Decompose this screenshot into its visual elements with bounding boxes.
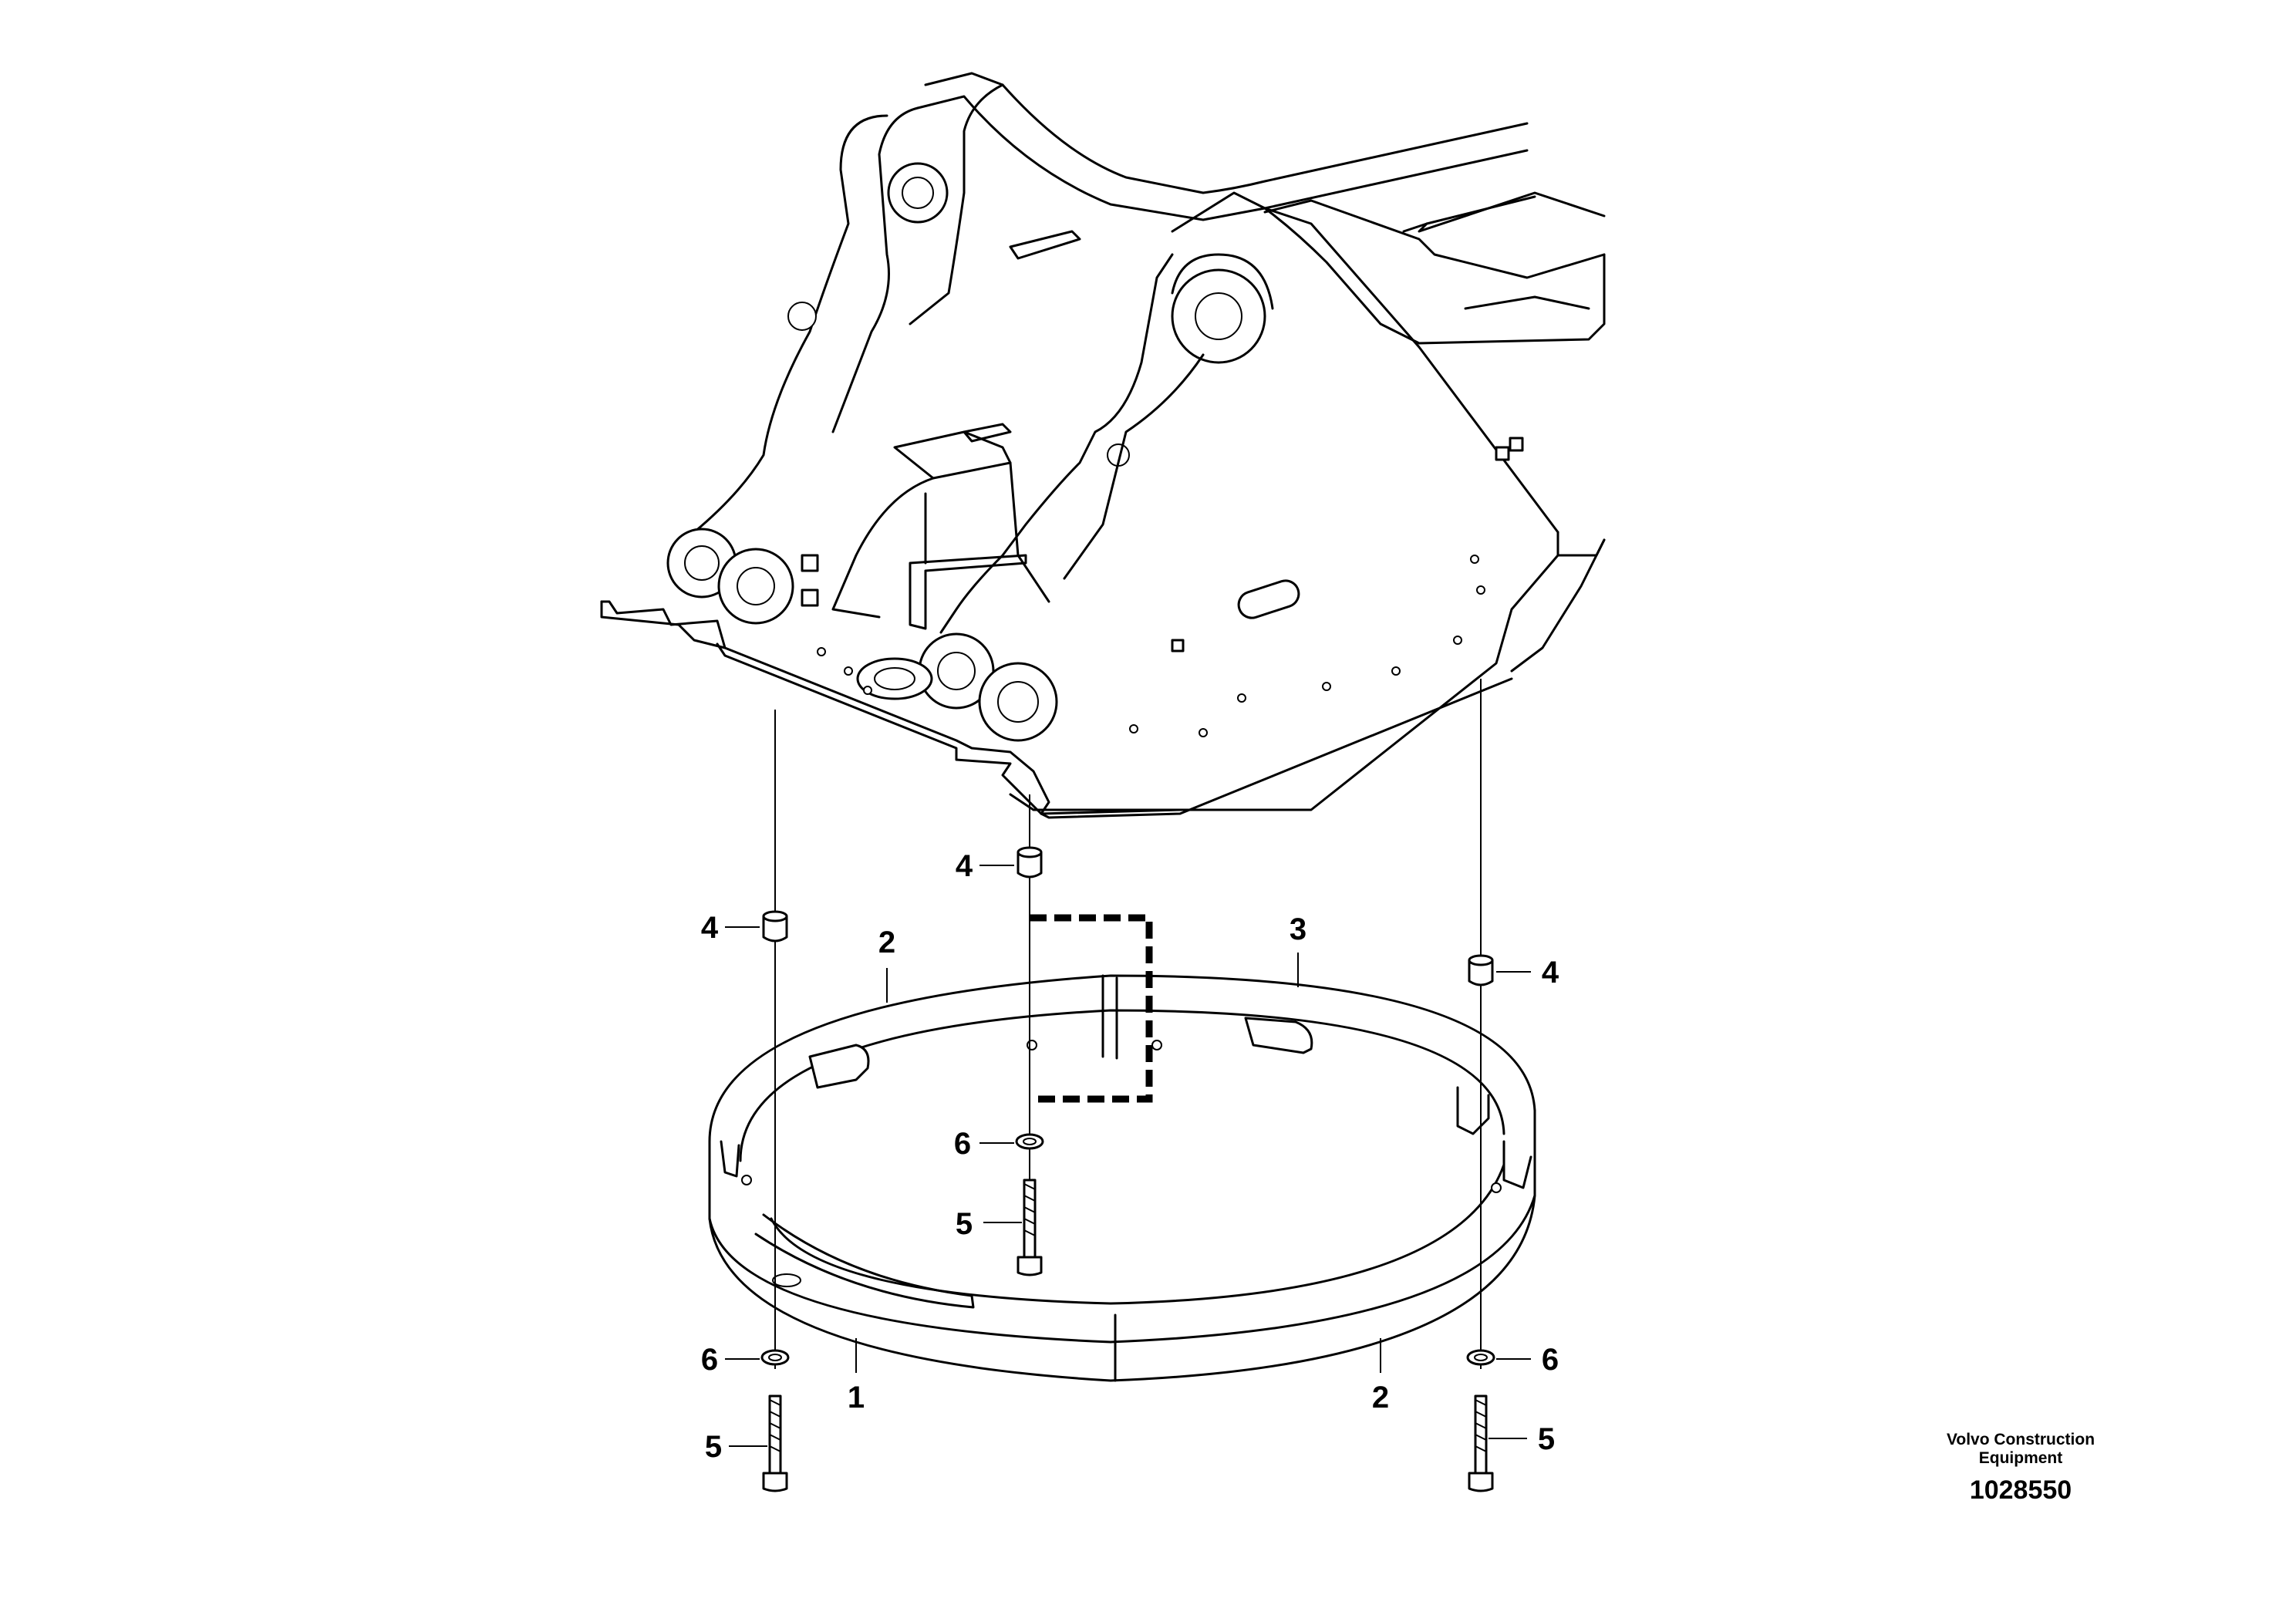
washer-center xyxy=(1015,1133,1044,1150)
callout-washer-left: 6 xyxy=(701,1343,718,1377)
callout-washer-center: 6 xyxy=(954,1127,971,1161)
bolt-right xyxy=(1468,1394,1494,1492)
brand-line-2: Equipment xyxy=(1979,1449,2063,1467)
callout-leaders xyxy=(725,865,1531,1447)
drawing-number: 1028550 xyxy=(1970,1475,2072,1505)
callout-spacer-left: 4 xyxy=(701,911,719,945)
callout-bolt-left: 5 xyxy=(705,1430,722,1464)
callout-washer-right: 6 xyxy=(1542,1343,1559,1377)
bolt-left xyxy=(762,1394,788,1492)
washer-left xyxy=(760,1349,790,1366)
spacer-right xyxy=(1468,954,1494,986)
callout-ring-front-right: 2 xyxy=(1372,1381,1389,1415)
cover-ring-assembly xyxy=(708,914,1536,1382)
spacer-left xyxy=(762,910,788,943)
spacer-center xyxy=(1017,846,1043,878)
callout-bolt-center: 5 xyxy=(956,1207,973,1241)
frame-assembly xyxy=(600,72,1606,819)
fastener-leaders xyxy=(774,679,1482,1369)
washer-right xyxy=(1466,1349,1495,1366)
bolt-center xyxy=(1017,1179,1043,1276)
callout-ring-back-right: 3 xyxy=(1290,912,1306,946)
callout-bolt-right: 5 xyxy=(1538,1422,1555,1456)
brand-line-1: Volvo Construction xyxy=(1947,1431,2095,1448)
frame-holes xyxy=(817,555,1485,737)
callout-ring-front-left: 1 xyxy=(848,1381,865,1415)
callout-spacer-center: 4 xyxy=(956,849,973,883)
callout-ring-back-left: 2 xyxy=(878,926,895,959)
callout-spacer-right: 4 xyxy=(1542,956,1559,990)
